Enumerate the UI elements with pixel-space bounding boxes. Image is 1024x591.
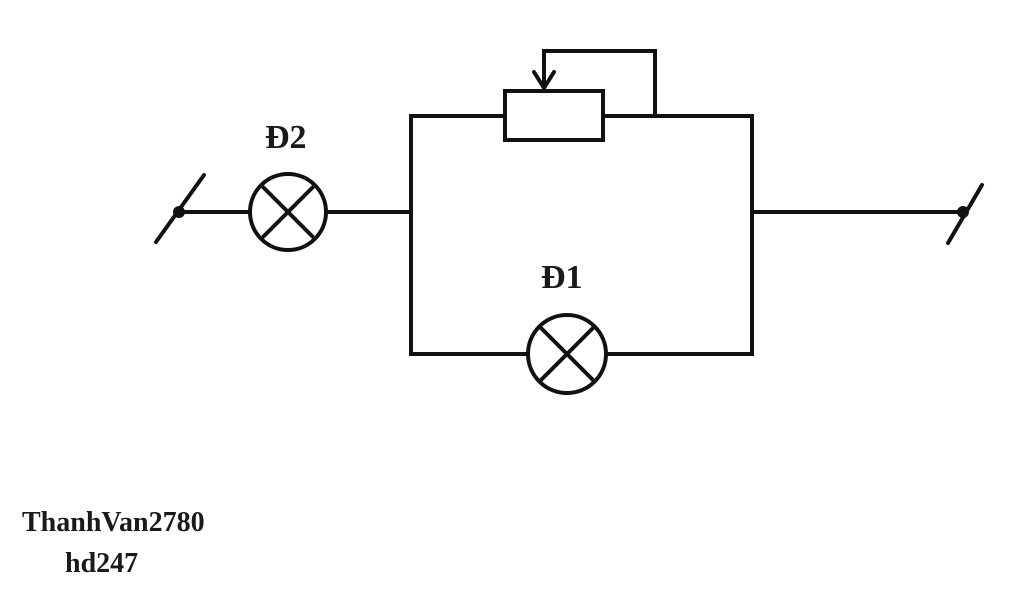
lamp-d2: [248, 172, 328, 252]
rheostat: [503, 49, 657, 142]
rheostat-arrow-icon: [532, 70, 556, 90]
right-terminal-node: [957, 206, 969, 218]
lamp-d2-cross-b: [259, 183, 317, 241]
lamp-d1: [526, 313, 608, 395]
left-terminal: [154, 173, 206, 244]
lamp-d2-label: Đ2: [265, 119, 307, 156]
lamp-d1-label: Đ1: [541, 259, 583, 296]
credit-site: hd247: [65, 548, 138, 579]
right-terminal: [946, 183, 984, 245]
credit-author: ThanhVan2780: [22, 507, 205, 538]
rheostat-body: [503, 89, 605, 142]
rheostat-slider-wire: [542, 49, 657, 118]
lamp-d1-cross-b: [537, 324, 597, 384]
